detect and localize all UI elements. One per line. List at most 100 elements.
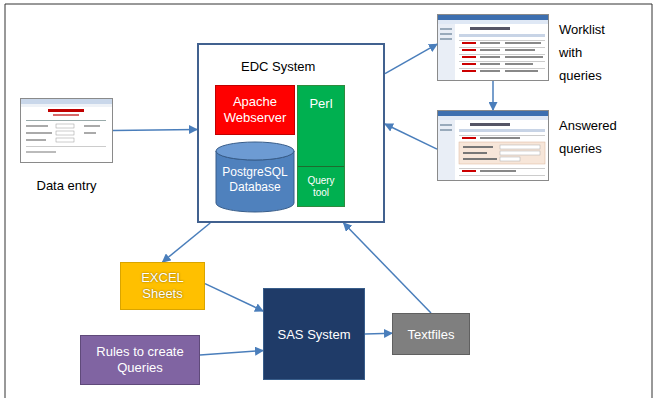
flow-arrow [492,81,494,110]
screen-detail [462,137,476,139]
screen-detail [53,114,79,116]
screen-detail [438,15,549,81]
screen-detail [26,125,48,127]
screen-detail [26,120,106,121]
box-label: Worklist with queries [559,18,625,87]
worklist-screenshot [438,15,549,81]
screen-detail [500,145,540,149]
screen-detail [463,146,493,148]
flow-arrow [200,351,263,355]
screen-detail [459,40,545,41]
screen-detail [480,42,500,44]
screen-detail [462,70,476,72]
cylinder-top [216,142,294,160]
screen-detail [56,138,74,142]
screen-detail [459,54,545,55]
slide-frame [5,4,652,398]
screen-detail [505,70,538,72]
box-label: EXCEL Sheets [125,270,200,303]
box-label: EDC System [241,59,315,74]
screen-detail [462,63,476,65]
screen-detail [440,129,452,131]
screen-detail [438,15,548,20]
flow-arrow [385,124,437,149]
screen-detail [459,135,545,136]
screen-detail [463,152,487,154]
box-label: PostgreSQL Database [217,165,293,195]
flow-arrow [163,223,211,262]
screen-detail [459,142,545,164]
screen-detail [462,170,476,172]
screen-detail [84,132,96,134]
screen-detail [500,157,520,161]
screen-detail [21,99,112,104]
flow-arrow [365,332,392,334]
answered-screenshot [438,111,549,181]
screen-detail [459,34,545,37]
screen-detail [462,49,476,51]
screenshot-node: Answered queries [437,110,549,181]
screenshot-node: Data entry [20,98,113,163]
script-box: PerlQuery tool [297,85,345,207]
screen-detail [462,42,476,44]
screen-detail [480,49,500,51]
data-entry-screenshot [21,99,113,163]
screen-detail [26,139,46,141]
screen-detail [505,49,535,51]
box-label: SAS System [278,327,351,342]
screen-detail [480,170,516,172]
screen-detail [440,28,452,30]
screen-detail [470,27,510,30]
screen-detail [438,20,548,24]
screen-detail [459,129,545,132]
screen-detail [438,24,455,80]
screen-detail [463,158,497,160]
screen-detail [459,68,545,69]
screen-detail [440,33,452,35]
tool-box: Query tool [298,166,344,206]
screen-detail [438,111,548,116]
file-box: EXCEL Sheets [120,262,205,310]
box-label: Textfiles [408,327,455,342]
screen-detail [438,111,549,181]
screen-detail [480,137,520,139]
screen-detail [480,70,500,72]
rules-box: Rules to create Queries [80,335,200,385]
screen-detail [505,63,533,65]
screen-detail [459,61,545,62]
screen-detail [48,109,84,112]
screen-detail [459,175,545,176]
box-label: Data entry [6,178,127,193]
screen-detail [26,146,106,147]
screen-detail [505,42,541,44]
screen-detail [21,99,113,163]
screen-detail [438,120,455,180]
screen-detail [56,131,74,135]
screen-detail [470,123,510,126]
box-label: Rules to create Queries [87,344,193,377]
screen-detail [440,38,452,40]
screen-detail [480,56,500,58]
screen-detail [505,56,543,58]
screenshot-node: Worklist with queries [437,14,549,81]
box-label: Apache Webserver [219,94,291,125]
database-cylinder: PostgreSQL Database [215,141,295,213]
screen-detail [26,151,56,153]
screen-detail [21,104,112,107]
flow-arrow [385,44,437,73]
screen-detail [480,63,500,65]
screen-detail [56,124,74,128]
box-label: Perl [298,96,344,111]
screen-detail [500,151,540,155]
screen-detail [462,56,476,58]
screen-detail [459,168,545,169]
screen-detail [438,116,548,120]
screen-detail [440,124,452,126]
flow-arrow [205,284,263,311]
box-label: Answered queries [559,114,629,160]
process-box: SAS System [263,288,365,380]
screen-detail [459,47,545,48]
server-box: Apache Webserver [215,85,295,135]
file-box: Textfiles [392,313,470,355]
